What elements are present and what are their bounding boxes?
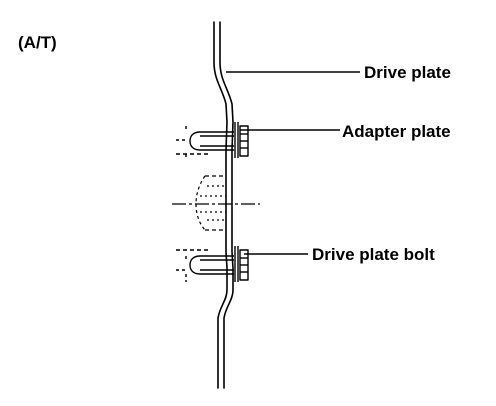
transmission-type-label: (A/T) [18,33,57,52]
adapter-plate [234,122,239,282]
drive-plate-outer-edge [213,21,228,389]
upper-drive-plate-bolt [176,125,249,160]
drive-plate-inner-edge [219,21,234,389]
crankshaft-hub-phantom [195,175,226,231]
callout-drive-plate: Drive plate [364,63,451,82]
callout-drive-plate-bolt: Drive plate bolt [312,245,435,264]
callout-adapter-plate: Adapter plate [342,122,451,141]
callout-leaders [226,71,360,255]
lower-drive-plate-bolt [176,249,249,282]
drive-plate-profile [213,21,234,389]
